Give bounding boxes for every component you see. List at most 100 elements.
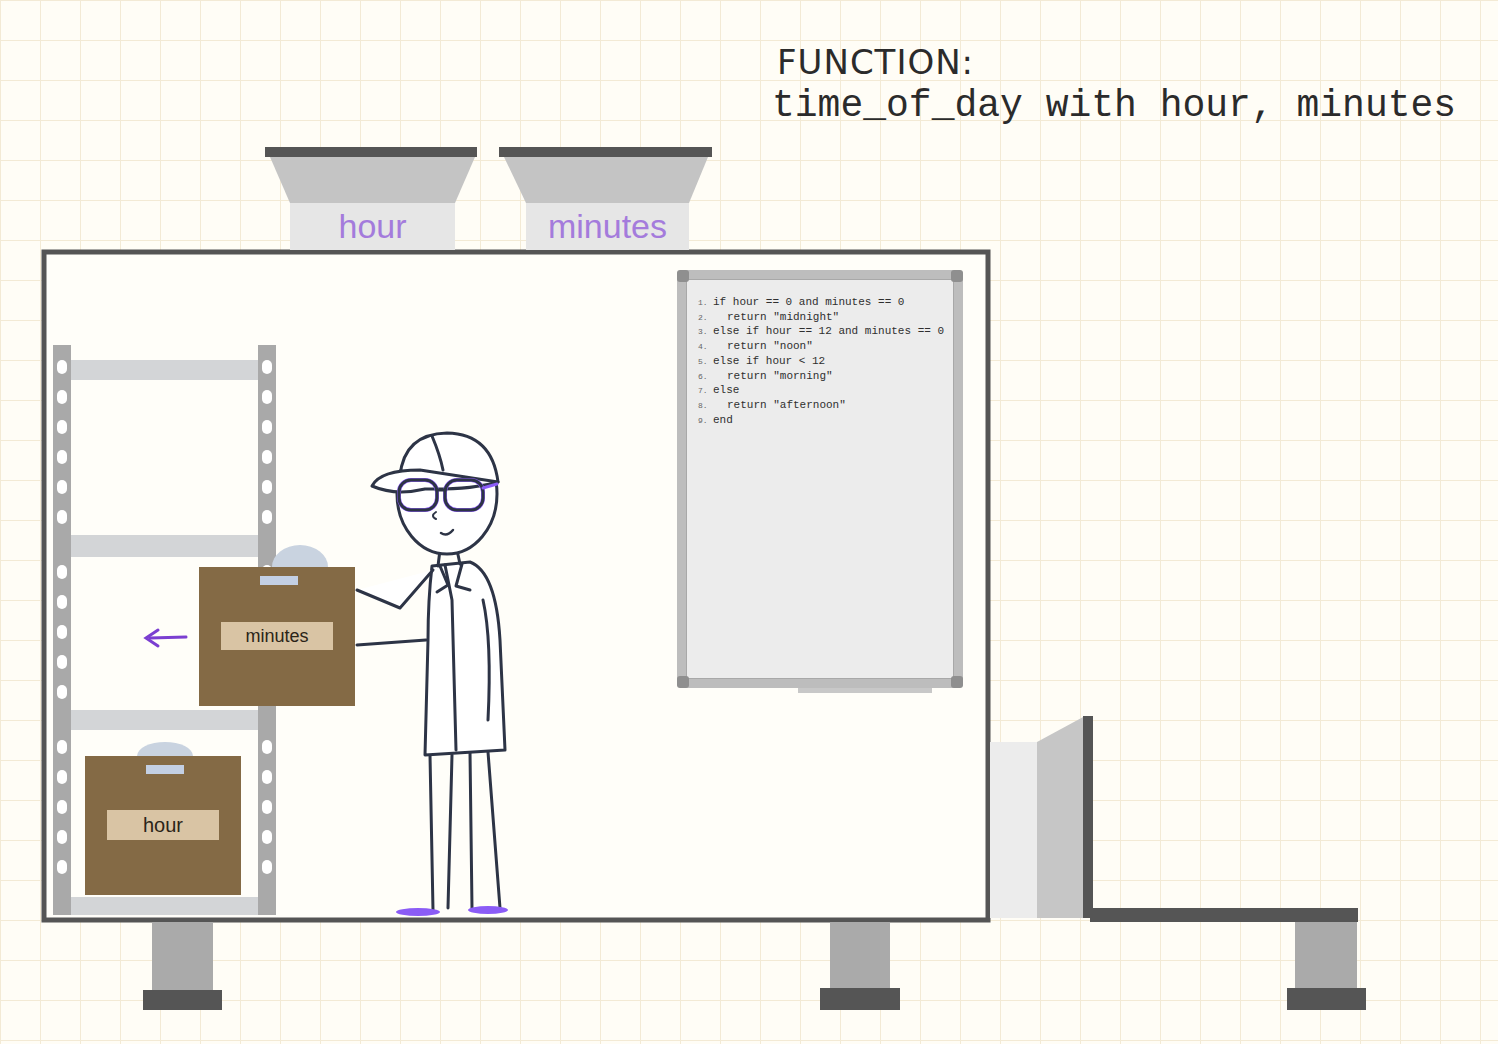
code-line: else if hour < 12 (713, 356, 825, 367)
line-number: 2. (698, 314, 708, 322)
scientist-figure (357, 570, 433, 608)
scientist-figure (433, 512, 436, 519)
code-line: else if hour == 12 and minutes == 0 (713, 326, 944, 337)
machine-legs (830, 922, 890, 990)
code-line: else (713, 385, 739, 396)
storage-shelf (57, 625, 67, 639)
whiteboard-corner (677, 270, 689, 282)
storage-box: hour (85, 756, 241, 895)
code-line: return "morning" (727, 371, 833, 382)
storage-shelf (262, 480, 272, 494)
storage-shelf (71, 535, 258, 557)
function-signature: time_of_day with hour, minutes (772, 84, 1456, 127)
box-label-patch: hour (107, 810, 219, 840)
scientist-figure (357, 433, 508, 916)
input-name: hour (338, 207, 406, 246)
machine-housing (44, 252, 988, 920)
storage-shelf (71, 897, 258, 915)
storage-shelf (262, 800, 272, 814)
storage-shelf (57, 510, 67, 524)
scientist-figure (397, 434, 497, 554)
box-label: minutes (245, 626, 308, 647)
storage-shelf (262, 360, 272, 374)
scientist-figure (448, 755, 452, 908)
storage-shelf (57, 830, 67, 844)
storage-shelf (57, 480, 67, 494)
scientist-figure (396, 908, 440, 916)
box-handle (146, 765, 184, 774)
code-line: end (713, 415, 733, 426)
storage-box: minutes (199, 567, 355, 706)
line-number: 6. (698, 373, 708, 381)
input-funnel (504, 157, 708, 203)
code-whiteboard: 1. if hour == 0 and minutes == 0 2. return … (677, 270, 963, 688)
storage-shelf (262, 420, 272, 434)
storage-shelf (57, 770, 67, 784)
storage-shelf (262, 860, 272, 874)
move-arrow (146, 630, 158, 646)
storage-shelf (262, 450, 272, 464)
input-funnel (265, 147, 477, 157)
input-funnel (270, 157, 475, 203)
output-chute (1090, 908, 1358, 922)
whiteboard-corner (677, 676, 689, 688)
line-number: 4. (698, 343, 708, 351)
input-label: minutes (526, 203, 689, 250)
scientist-figure (483, 600, 489, 720)
code-line: return "afternoon" (727, 400, 846, 411)
box-handle (260, 576, 298, 585)
scientist-figure (470, 752, 472, 908)
value-disc (137, 742, 193, 756)
line-number: 3. (698, 328, 708, 336)
move-arrow (146, 630, 186, 646)
storage-shelf (262, 770, 272, 784)
scientist-figure (437, 489, 445, 492)
line-number: 1. (698, 299, 708, 307)
storage-shelf (57, 390, 67, 404)
machine-legs (152, 922, 213, 990)
output-chute (990, 716, 1358, 922)
scientist-figure (445, 480, 483, 510)
scientist-figure (468, 906, 508, 914)
scientist-figure (432, 436, 443, 470)
move-arrow (150, 637, 186, 638)
code-line: if hour == 0 and minutes == 0 (713, 297, 904, 308)
scientist-figure (445, 565, 456, 750)
machine-legs (820, 988, 900, 1010)
storage-shelf (57, 800, 67, 814)
machine-legs (143, 990, 222, 1010)
scientist-figure (437, 566, 448, 592)
code-line: return "noon" (727, 341, 813, 352)
input-funnel (265, 147, 712, 203)
machine-legs (1295, 922, 1357, 990)
storage-shelf (57, 565, 67, 579)
line-number: 5. (698, 358, 708, 366)
storage-shelf (57, 450, 67, 464)
scientist-figure (399, 480, 437, 510)
box-label-patch: minutes (221, 622, 333, 650)
output-chute (1083, 716, 1093, 918)
line-number: 7. (698, 387, 708, 395)
line-number: 8. (698, 402, 708, 410)
value-disc (272, 545, 328, 567)
machine-legs (143, 922, 1366, 1010)
machine-legs (1287, 988, 1366, 1010)
scientist-figure (483, 484, 497, 488)
storage-shelf (262, 510, 272, 524)
scientist-figure (399, 480, 437, 510)
storage-shelf (71, 360, 258, 380)
scientist-figure (445, 480, 483, 510)
scientist-figure (456, 564, 470, 590)
title-text: FUNCTION: (777, 42, 974, 82)
storage-shelf (57, 360, 67, 374)
output-chute (990, 742, 1038, 918)
scientist-figure (441, 530, 453, 534)
storage-shelf (57, 860, 67, 874)
scientist-figure (425, 562, 505, 755)
storage-shelf (57, 420, 67, 434)
storage-shelf (262, 740, 272, 754)
storage-shelf (71, 710, 258, 730)
scientist-figure (430, 755, 433, 910)
input-label: hour (290, 203, 455, 250)
